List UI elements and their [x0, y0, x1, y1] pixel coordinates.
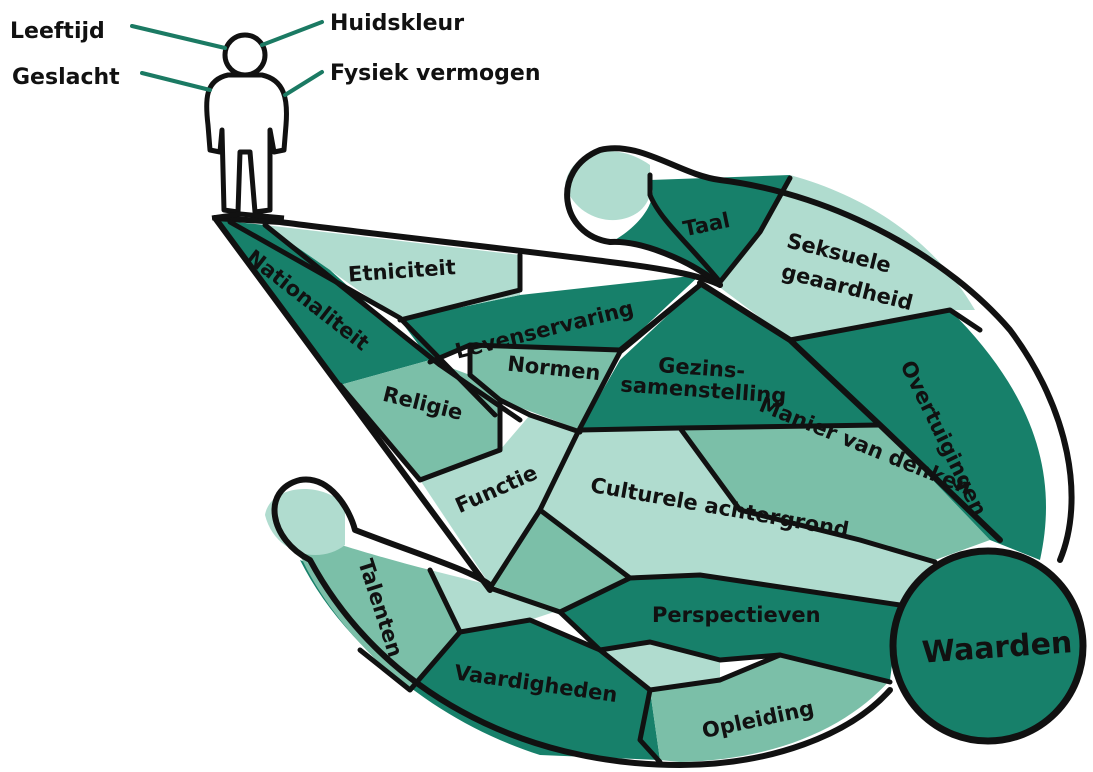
outline-inner-diagonal-2 [262, 222, 523, 423]
outline-sep-functie [497, 397, 583, 435]
region-upper-light-bottom [430, 570, 560, 630]
region-gezins [580, 285, 880, 430]
outline-sep-culturele [487, 507, 633, 615]
region-functie [420, 415, 580, 585]
outline-sep-talenten [357, 629, 463, 693]
outline-sep-seksuele [787, 307, 983, 343]
leader-fysiek [283, 70, 324, 97]
label-geslacht: Geslacht [12, 65, 120, 90]
waarden-circle [889, 547, 1087, 745]
region-fills [215, 151, 1046, 762]
label-huidskleur: Huidskleur [330, 11, 464, 36]
outline-sep-persp [627, 572, 903, 608]
outline-lower-edge [271, 476, 893, 768]
person-head [222, 32, 268, 78]
outline-sep-persp-bottom [557, 609, 893, 685]
region-religie [340, 360, 500, 480]
region-etniciteit [265, 225, 520, 320]
label-fysiek-vermogen: Fysiek vermogen [330, 61, 541, 86]
region-culturele [540, 430, 935, 605]
outline-sep-etniciteit [397, 252, 523, 323]
person-feet [211, 211, 285, 221]
outline-taal-arc [564, 145, 1075, 563]
outline-upper-arm [212, 215, 723, 288]
region-manier [680, 425, 990, 560]
region-taal [615, 175, 790, 280]
region-seksuele [710, 175, 975, 340]
outline-left-diagonal [212, 215, 493, 593]
person-figure [204, 32, 289, 221]
region-nationaliteit [215, 220, 430, 385]
leader-geslacht [140, 71, 212, 92]
region-levenservaring [400, 275, 700, 360]
outline-sep-normen [337, 342, 503, 483]
region-taal-circle-area [565, 151, 650, 221]
region-outlines [212, 145, 1075, 768]
outline-sep-manier [677, 425, 938, 565]
label-leeftijd: Leeftijd [10, 19, 105, 44]
label-perspectieven: Perspectieven [652, 603, 821, 627]
region-normen [470, 345, 620, 430]
region-overtuigingen [790, 310, 1046, 560]
outline-sep-big-diag [697, 280, 1003, 543]
leader-leeftijd [130, 24, 227, 50]
region-perspectieven [560, 575, 900, 680]
person-body [204, 72, 289, 215]
leader-huidskleur [260, 20, 324, 47]
outline-sep-taal [647, 172, 793, 285]
leader-lines [130, 20, 324, 97]
region-talenten [300, 535, 460, 690]
outline-sep-opleiding [637, 687, 663, 765]
